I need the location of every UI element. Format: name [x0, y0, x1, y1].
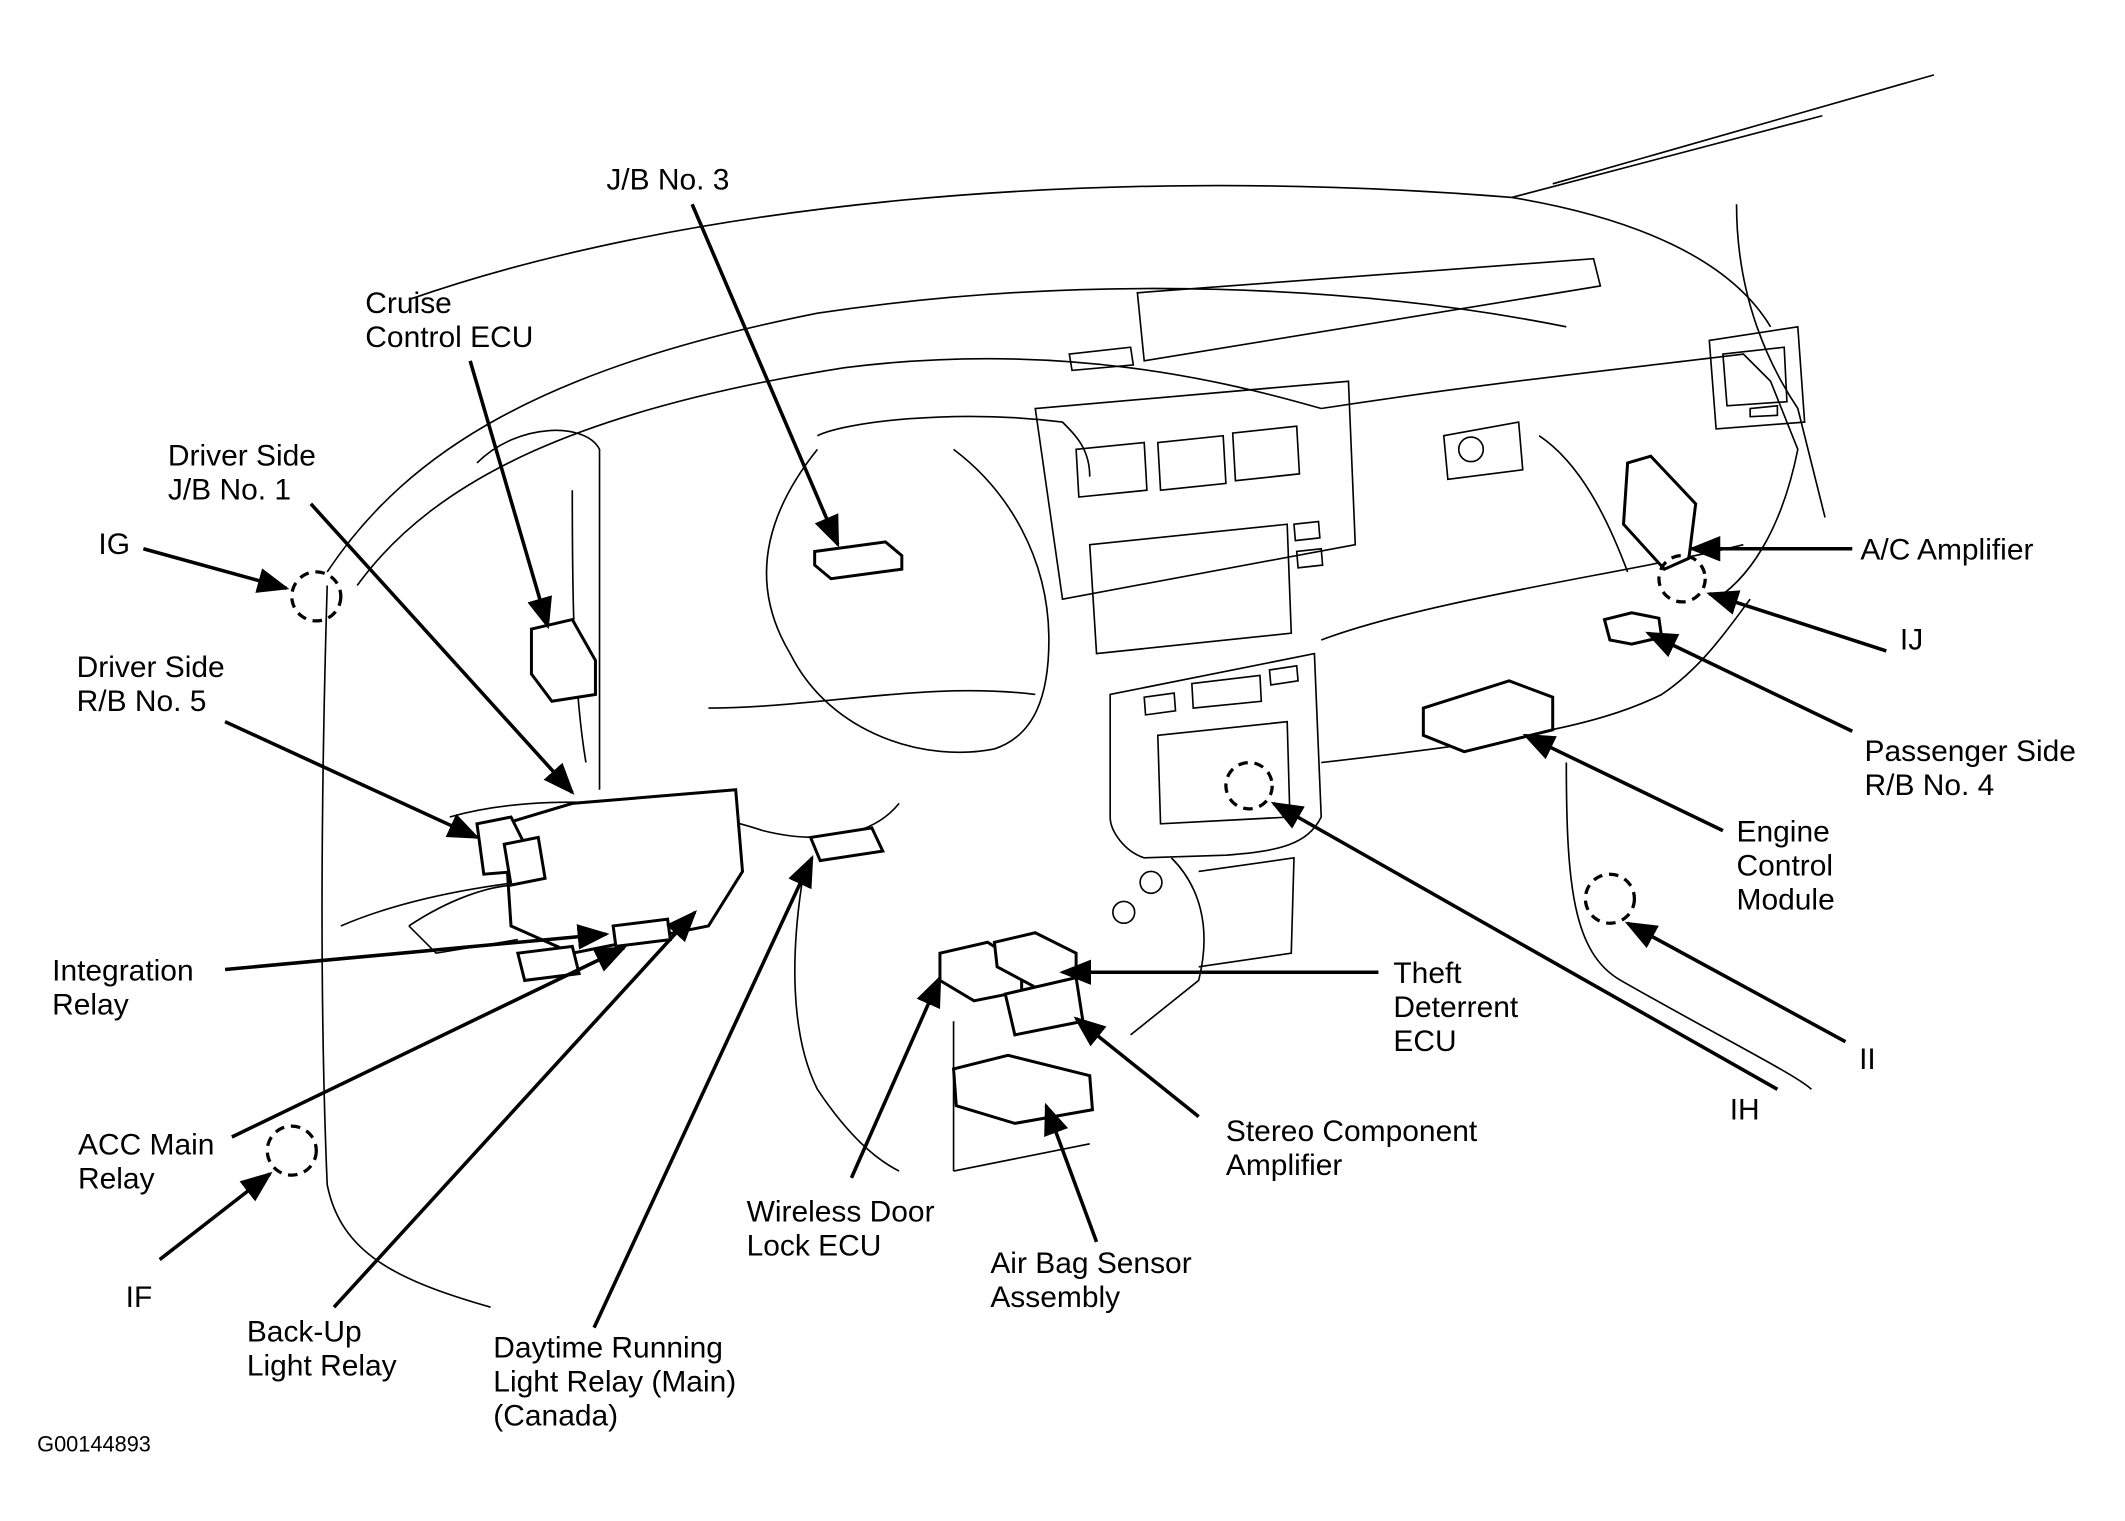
connector-location-ii: [1583, 872, 1637, 925]
label-jb-no-3: J/B No. 3: [606, 163, 729, 196]
label-if: IF: [126, 1281, 153, 1314]
label-ig: IG: [98, 528, 130, 561]
label-ii: II: [1859, 1043, 1876, 1076]
component-shapes: [475, 454, 1698, 1125]
connector-location-ig: [290, 570, 343, 623]
connector-location-ih: [1224, 760, 1274, 811]
label-ij: IJ: [1900, 624, 1923, 657]
figure-id: G00144893: [37, 1432, 151, 1457]
label-ac-amplifier: A/C Amplifier: [1860, 534, 2033, 567]
leader-lines: [142, 203, 1887, 1329]
label-ih: IH: [1730, 1093, 1760, 1126]
connector-location-if: [265, 1124, 318, 1177]
connector-location-ij: [1657, 553, 1707, 604]
